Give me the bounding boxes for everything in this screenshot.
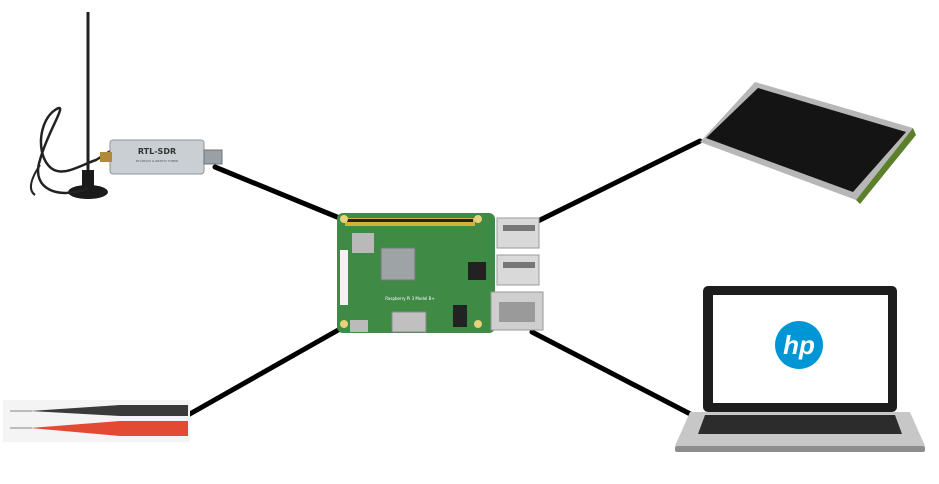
lcd-display [700, 82, 916, 204]
connection-laptop-to-pi [529, 329, 701, 421]
probe-red [30, 421, 188, 436]
sdr-body [109, 139, 205, 175]
connection-probes-to-pi [185, 326, 343, 418]
sdr-label: RTL-SDR [138, 147, 176, 156]
display-screen [706, 88, 906, 192]
pi-soc [380, 247, 416, 281]
connection-sdr-to-pi [212, 164, 340, 220]
antenna-base [68, 185, 108, 199]
pi-board-label: Raspberry Pi 3 Model B+ [385, 296, 435, 301]
pi-usb-port-2 [496, 254, 540, 286]
probe-black [30, 405, 188, 416]
hp-logo-text: hp [783, 330, 815, 360]
pi-hdmi-port [391, 311, 427, 333]
rtl-sdr-device: RTL-SDR RTL2832U & R820T2 TUNER [29, 12, 223, 199]
hp-logo [775, 321, 823, 369]
antenna-cable [36, 106, 113, 195]
pi-usb-port-1 [496, 217, 540, 249]
pi-pcb [337, 213, 495, 333]
sdr-sublabel: RTL2832U & R820T2 TUNER [136, 159, 178, 163]
laptop-keyboard [698, 415, 902, 434]
connection-lines [185, 138, 703, 421]
raspberry-pi-board: Raspberry Pi 3 Model B+ [337, 213, 544, 333]
hp-laptop: hp [675, 286, 925, 452]
test-probes [3, 400, 190, 442]
connection-display-to-pi [535, 138, 703, 224]
